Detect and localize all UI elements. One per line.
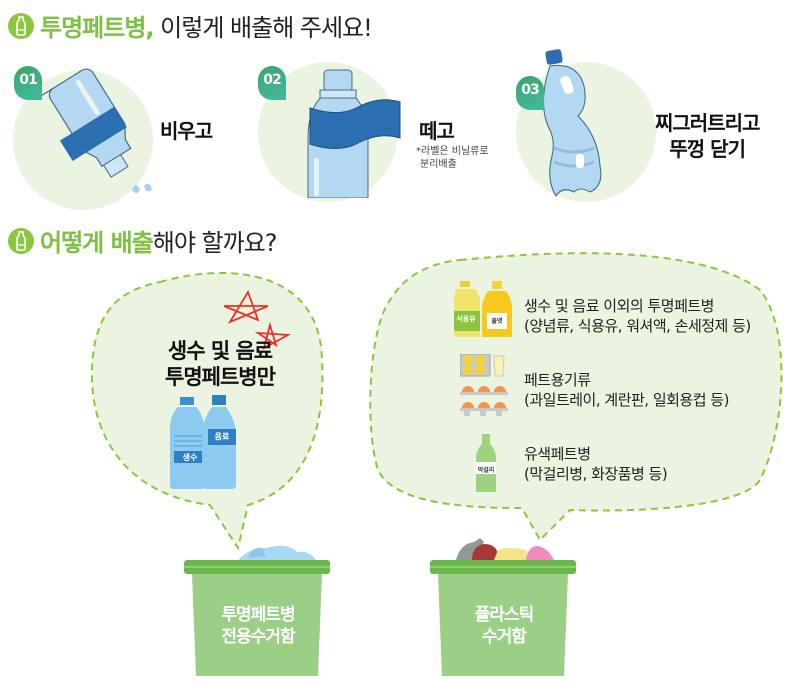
step-3-badge: 03 xyxy=(516,76,544,110)
heading-highlight: 어떻게 배출 xyxy=(40,229,154,257)
pet-bin-illustration xyxy=(184,545,330,676)
item-1-detail: (양념류, 식용유, 워셔액, 손세정제 등) xyxy=(524,317,751,335)
crushed-bottle-illustration xyxy=(542,49,602,198)
step-2-note-line-2: 분리배출 xyxy=(420,159,457,170)
section-heading-how-should: 어떻게 배출 해야 할까요? xyxy=(8,223,278,258)
item-3-title: 유색페트병 xyxy=(524,445,591,463)
item-3-detail: (막걸리병, 화장품병 등) xyxy=(524,465,668,483)
section-heading-how-to-dispose: 투명페트병, 이렇게 배출해 주세요! xyxy=(8,8,373,43)
plastic-bin-label-line-2: 수거함 xyxy=(482,627,527,647)
step-2-note: *라벨은 비닐류로 분리배출 xyxy=(416,145,489,171)
step-2-note-line-1: *라벨은 비닐류로 xyxy=(416,146,489,157)
left-bubble-title-line-1: 생수 및 음료 xyxy=(167,339,273,363)
right-bubble-item-3: 유색페트병 (막걸리병, 화장품병 등) xyxy=(524,444,668,484)
pet-bin-label-line-1: 투명페트병 xyxy=(221,605,295,625)
item-2-detail: (과일트레이, 계란판, 일회용컵 등) xyxy=(524,391,729,409)
empty-bottle-illustration xyxy=(40,68,152,193)
heading-rest: 해야 할까요? xyxy=(152,229,278,257)
step-3-label: 찌그러트리고 뚜껑 닫기 xyxy=(655,110,760,162)
makgeolli-bottle-illustration xyxy=(476,428,496,492)
fruit-tray-egg-carton-illustration xyxy=(460,354,508,416)
pet-bin-label: 투명페트병 전용수거함 xyxy=(210,604,306,648)
bottle-icon xyxy=(8,227,34,254)
remove-label-bottle-illustration xyxy=(307,69,401,198)
oil-bottle-label: 식용유 xyxy=(456,315,476,323)
step-1-badge: 01 xyxy=(14,66,42,100)
heading-rest: 이렇게 배출해 주세요! xyxy=(153,14,373,42)
makgeolli-bottle-label: 막걸리 xyxy=(477,467,495,474)
item-1-title: 생수 및 음료 이외의 투명페트병 xyxy=(524,297,714,315)
star-doodle-icon xyxy=(223,289,292,350)
syrup-bottle-label: 물엿 xyxy=(491,318,503,325)
water-bottle-label: 생수 xyxy=(182,453,198,462)
drink-bottle-label: 음료 xyxy=(214,432,230,441)
step-2-label: 떼고 xyxy=(419,119,455,143)
oil-syrup-bottles-illustration xyxy=(454,281,512,337)
step-2-badge: 02 xyxy=(258,66,286,100)
step-1-label: 비우고 xyxy=(160,119,213,143)
plastic-bin-label: 플라스틱 수거함 xyxy=(456,604,552,648)
right-bubble-item-1: 생수 및 음료 이외의 투명페트병 (양념류, 식용유, 워셔액, 손세정제 등… xyxy=(524,296,751,336)
step-3-label-line-2: 뚜껑 닫기 xyxy=(669,137,746,161)
step-3-label-line-1: 찌그러트리고 xyxy=(655,111,760,135)
left-bubble-title: 생수 및 음료 투명페트병만 xyxy=(145,338,295,390)
left-bubble-title-line-2: 투명페트병만 xyxy=(165,365,276,389)
right-bubble-item-2: 페트용기류 (과일트레이, 계란판, 일회용컵 등) xyxy=(524,370,729,410)
water-drink-bottles-illustration xyxy=(170,395,236,489)
item-2-title: 페트용기류 xyxy=(524,371,591,389)
plastic-bin-label-line-1: 플라스틱 xyxy=(474,605,535,625)
plastic-bin-illustration xyxy=(430,538,576,676)
heading-highlight: 투명페트병, xyxy=(40,14,155,42)
pet-bin-label-line-2: 전용수거함 xyxy=(221,627,295,647)
bottle-icon xyxy=(8,12,34,39)
